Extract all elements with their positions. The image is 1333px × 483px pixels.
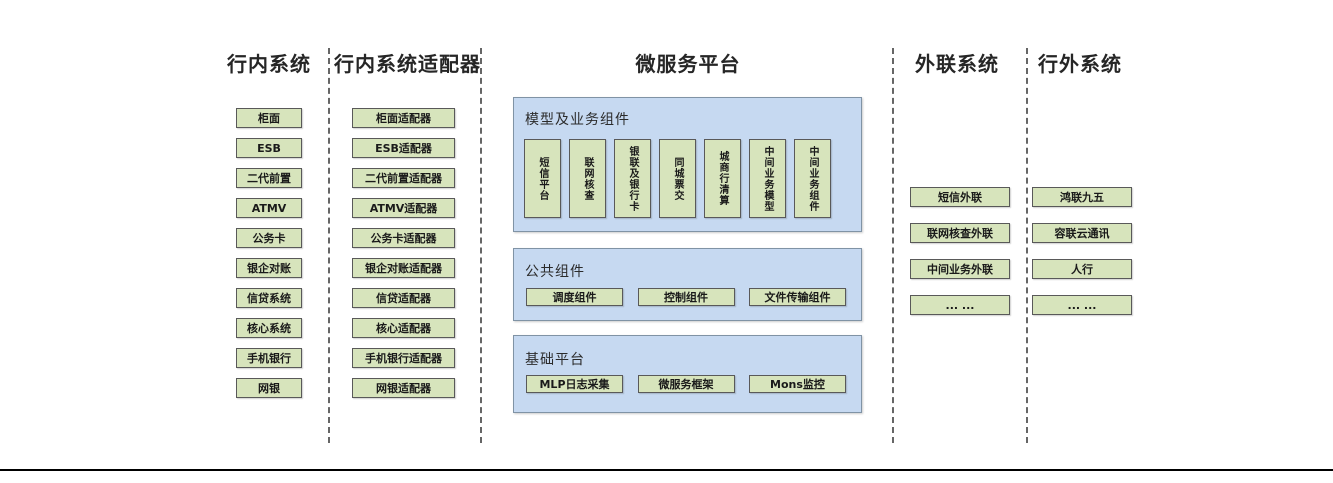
system-node: 核心系统 bbox=[236, 318, 302, 338]
system-node: 信贷系统 bbox=[236, 288, 302, 308]
system-node: 银企对账 bbox=[236, 258, 302, 278]
model-business-components-row: 短信平台 联网核查 银联及银行卡 同城票交 城商行清算 中间业务模型 中间业务组… bbox=[524, 139, 831, 218]
common-components-container: 公共组件 调度组件 控制组件 文件传输组件 bbox=[513, 248, 862, 321]
adapter-node: 信贷适配器 bbox=[352, 288, 455, 308]
component-node: 控制组件 bbox=[637, 288, 735, 306]
container-label: 模型及业务组件 bbox=[525, 112, 630, 128]
lane-title-external-systems: 行外系统 bbox=[1038, 52, 1122, 76]
component-node: 城商行清算 bbox=[704, 139, 741, 218]
component-node: Mons监控 bbox=[749, 375, 846, 393]
external-node: 鸿联九五 bbox=[1032, 187, 1132, 207]
adapter-node: 公务卡适配器 bbox=[352, 228, 455, 248]
lane-title-outreach-systems: 外联系统 bbox=[915, 52, 999, 76]
system-node: 柜面 bbox=[236, 108, 302, 128]
external-node: 人行 bbox=[1032, 259, 1132, 279]
component-node: 中间业务组件 bbox=[794, 139, 831, 218]
base-platform-container: 基础平台 MLP日志采集 微服务框架 Mons监控 bbox=[513, 335, 862, 413]
component-node: 中间业务模型 bbox=[749, 139, 786, 218]
model-business-components-container: 模型及业务组件 短信平台 联网核查 银联及银行卡 同城票交 城商行清算 中间业务… bbox=[513, 97, 862, 232]
adapter-node: 银企对账适配器 bbox=[352, 258, 455, 278]
system-node: ESB bbox=[236, 138, 302, 158]
system-node: 二代前置 bbox=[236, 168, 302, 188]
outreach-systems-column: 短信外联 联网核查外联 中间业务外联 ... ... bbox=[910, 187, 1010, 315]
external-node: ... ... bbox=[1032, 295, 1132, 315]
component-node: 短信平台 bbox=[524, 139, 561, 218]
lane-title-internal-systems: 行内系统 bbox=[227, 52, 311, 76]
external-systems-column: 鸿联九五 容联云通讯 人行 ... ... bbox=[1032, 187, 1132, 315]
lane-divider bbox=[328, 48, 330, 443]
base-platform-row: MLP日志采集 微服务框架 Mons监控 bbox=[526, 375, 846, 393]
adapter-node: 柜面适配器 bbox=[352, 108, 455, 128]
outreach-node: 联网核查外联 bbox=[910, 223, 1010, 243]
component-node: 联网核查 bbox=[569, 139, 606, 218]
external-node: 容联云通讯 bbox=[1032, 223, 1132, 243]
component-node: MLP日志采集 bbox=[526, 375, 623, 393]
adapter-node: 二代前置适配器 bbox=[352, 168, 455, 188]
internal-systems-column: 柜面 ESB 二代前置 ATMV 公务卡 银企对账 信贷系统 核心系统 手机银行… bbox=[236, 108, 302, 398]
system-node: 手机银行 bbox=[236, 348, 302, 368]
system-node: 公务卡 bbox=[236, 228, 302, 248]
system-node: ATMV bbox=[236, 198, 302, 218]
lane-title-microservice-platform: 微服务平台 bbox=[635, 52, 741, 76]
system-node: 网银 bbox=[236, 378, 302, 398]
adapters-column: 柜面适配器 ESB适配器 二代前置适配器 ATMV适配器 公务卡适配器 银企对账… bbox=[352, 108, 455, 398]
outreach-node: 中间业务外联 bbox=[910, 259, 1010, 279]
lane-divider bbox=[892, 48, 894, 443]
component-node: 同城票交 bbox=[659, 139, 696, 218]
outreach-node: ... ... bbox=[910, 295, 1010, 315]
adapter-node: 手机银行适配器 bbox=[352, 348, 455, 368]
lane-title-internal-adapters: 行内系统适配器 bbox=[334, 52, 481, 76]
adapter-node: ATMV适配器 bbox=[352, 198, 455, 218]
common-components-row: 调度组件 控制组件 文件传输组件 bbox=[526, 288, 846, 306]
adapter-node: ESB适配器 bbox=[352, 138, 455, 158]
adapter-node: 核心适配器 bbox=[352, 318, 455, 338]
outreach-node: 短信外联 bbox=[910, 187, 1010, 207]
lane-divider bbox=[480, 48, 482, 443]
component-node: 调度组件 bbox=[526, 288, 623, 306]
lane-divider bbox=[1026, 48, 1028, 443]
bottom-border-line bbox=[0, 469, 1333, 471]
component-node: 微服务框架 bbox=[637, 375, 735, 393]
component-node: 文件传输组件 bbox=[749, 288, 846, 306]
container-label: 公共组件 bbox=[525, 264, 585, 280]
adapter-node: 网银适配器 bbox=[352, 378, 455, 398]
container-label: 基础平台 bbox=[525, 352, 585, 368]
component-node: 银联及银行卡 bbox=[614, 139, 651, 218]
